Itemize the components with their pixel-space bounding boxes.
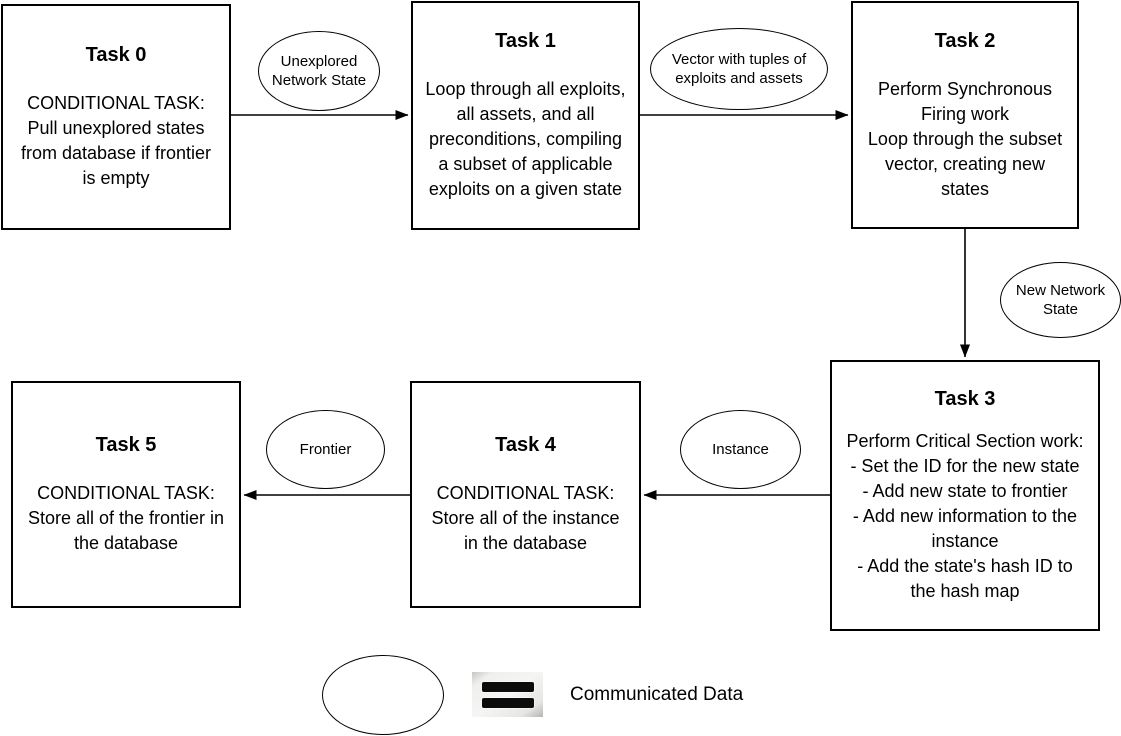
- task-5-title: Task 5: [95, 434, 157, 456]
- task-1-title: Task 1: [495, 30, 556, 52]
- task-2-body: Perform Synchronous Firing work Loop thr…: [867, 78, 1063, 199]
- task-3-title: Task 3: [934, 388, 996, 410]
- task-1-body: Loop through all exploits, all assets, a…: [425, 79, 626, 199]
- legend-ellipse: [322, 655, 444, 735]
- data-ellipse-frontier: Frontier: [266, 410, 385, 489]
- task-3-box: Task 3 Perform Critical Section work: - …: [830, 360, 1100, 631]
- task-1-box: Task 1 Loop through all exploits, all as…: [411, 1, 640, 230]
- task-2-box: Task 2 Perform Synchronous Firing work L…: [851, 1, 1079, 229]
- task-4-title: Task 4: [495, 434, 556, 456]
- task-5-body: CONDITIONAL TASK: Store all of the front…: [27, 483, 225, 553]
- data-ellipse-label: Frontier: [299, 441, 352, 458]
- data-ellipse-label: Instance: [712, 441, 769, 458]
- legend-label: Communicated Data: [570, 683, 744, 705]
- task-4-box: Task 4 CONDITIONAL TASK: Store all of th…: [410, 381, 641, 608]
- task-3-body: Perform Critical Section work: - Set the…: [846, 431, 1084, 601]
- equals-icon-bar: [481, 681, 534, 692]
- data-ellipse-new-network-state: New Network State: [1000, 262, 1121, 338]
- task-0-box: Task 0 CONDITIONAL TASK: Pull unexplored…: [1, 4, 231, 230]
- task-2-title: Task 2: [934, 29, 996, 52]
- data-ellipse-vector-tuples: Vector with tuples of exploits and asset…: [650, 28, 828, 110]
- data-ellipse-label: Unexplored Network State: [271, 53, 367, 89]
- task-0-title: Task 0: [85, 44, 147, 66]
- task-0-body: CONDITIONAL TASK: Pull unexplored states…: [20, 93, 212, 188]
- data-ellipse-instance: Instance: [680, 410, 801, 489]
- equals-icon: [472, 672, 543, 717]
- task-5-box: Task 5 CONDITIONAL TASK: Store all of th…: [11, 381, 241, 608]
- task-4-body: CONDITIONAL TASK: Store all of the insta…: [431, 483, 620, 553]
- data-ellipse-label: Vector with tuples of exploits and asset…: [671, 51, 807, 87]
- equals-icon-bar: [481, 697, 534, 708]
- data-ellipse-label: New Network State: [1015, 282, 1106, 318]
- data-ellipse-unexplored-network-state: Unexplored Network State: [258, 31, 380, 111]
